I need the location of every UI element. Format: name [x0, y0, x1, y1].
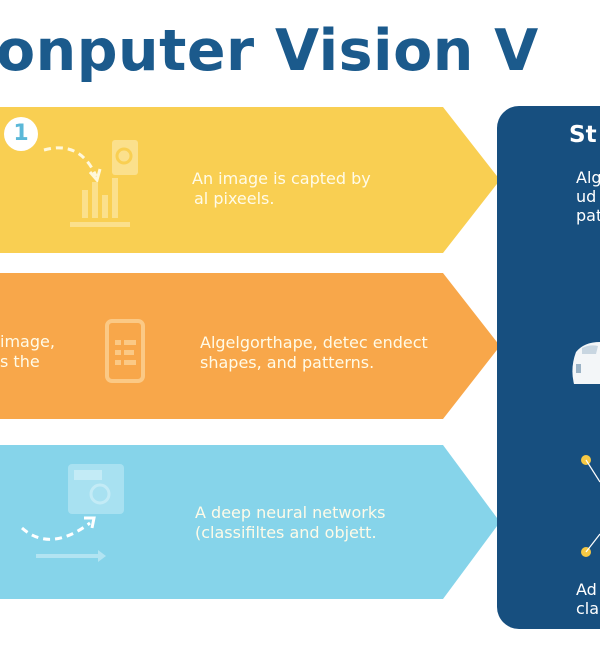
step-2-line-1: Algelgorthape, detec endect — [200, 333, 428, 352]
panel-line-3: pat — [576, 206, 600, 225]
page-title: onputer Vision V — [0, 18, 539, 84]
panel-line-2: ud — [576, 187, 597, 206]
step-3-text: A deep neural networks(classifiltes and … — [195, 503, 385, 543]
step-2-left-line-1: image, — [0, 332, 55, 351]
step-3-line-2: (classifiltes and objett. — [195, 523, 377, 542]
step-2-banner — [0, 273, 500, 419]
step-2-left-text: image,s the — [0, 332, 55, 372]
step-1-line-2: al pixeels. — [194, 189, 275, 208]
network-nodes-icon — [581, 455, 600, 557]
step-1-banner — [0, 107, 500, 253]
step-1-line-1: An image is capted by — [192, 169, 371, 188]
step-number-badge: 1 — [4, 117, 38, 151]
panel-line-1: Alg — [576, 168, 600, 187]
step-2-left-line-2: s the — [0, 352, 40, 371]
step-3-line-1: A deep neural networks — [195, 503, 386, 522]
step-2-line-2: shapes, and patterns. — [200, 353, 375, 372]
panel-bottom-line-2: cla — [576, 599, 600, 618]
panel-heading: St — [569, 122, 597, 148]
car-icon — [572, 342, 600, 384]
camera-icon — [21, 464, 124, 562]
document-list-icon — [105, 319, 145, 383]
panel-bottom-line-1: Ad — [576, 580, 597, 599]
dashed-arrow-icon — [43, 146, 102, 184]
camera-chart-icon — [70, 140, 138, 227]
